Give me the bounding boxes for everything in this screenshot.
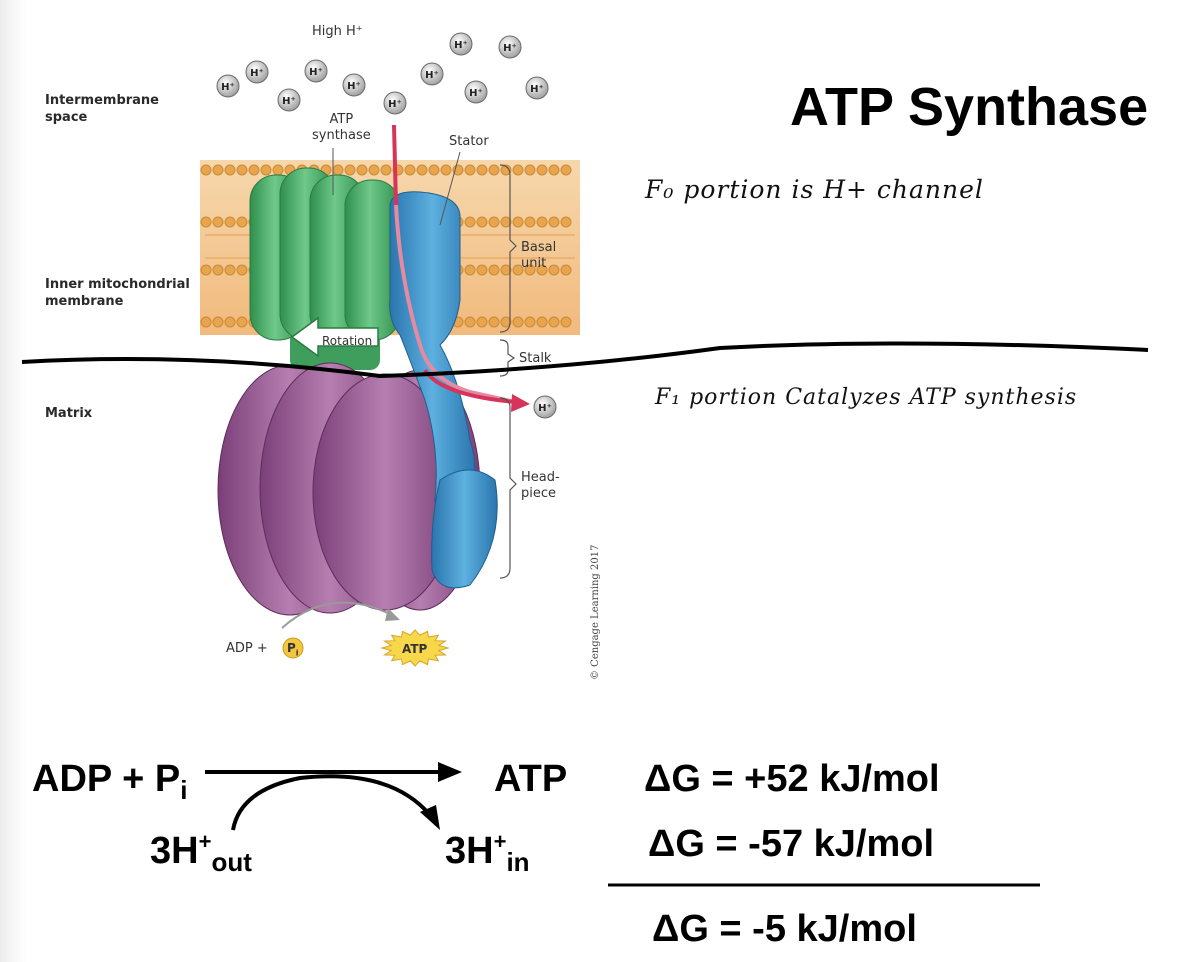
c-ring-rotor (249, 167, 401, 370)
proton-icon: H⁺ (449, 32, 473, 56)
proton-label: H⁺ (530, 84, 544, 95)
eq-h-out-text: 3H (150, 830, 199, 872)
atp-synthase-callout-line-1: ATP (329, 112, 354, 127)
dg-atp-synthesis: ΔG = +52 kJ/mol (644, 758, 940, 800)
eq-h-out-sup: + (198, 829, 212, 854)
intermembrane-line-1: Intermembrane (45, 93, 160, 108)
proton-icon: H⁺ (420, 62, 444, 86)
proton-label: H⁺ (469, 88, 483, 99)
headpiece-callout: Head- piece (521, 470, 560, 502)
slide-title: ATP Synthase (790, 77, 1149, 137)
proton-label: H⁺ (538, 403, 552, 414)
eq-h-in-text: 3H (445, 830, 494, 872)
basal-unit-line-2: unit (521, 256, 547, 271)
basal-unit-line-1: Basal (521, 240, 557, 255)
proton-label: H⁺ (388, 99, 402, 110)
proton-icon: H⁺ (304, 59, 328, 83)
proton-label: H⁺ (503, 43, 517, 54)
atp-product-label: ATP (402, 642, 428, 656)
proton-label: H⁺ (425, 70, 439, 81)
region-brackets (499, 164, 517, 579)
high-h-label: High H⁺ (312, 24, 363, 39)
eq-atp: ATP (494, 758, 568, 800)
proton-label: H⁺ (347, 81, 361, 92)
eq-h-in-sub: in (506, 847, 530, 877)
proton-label: H⁺ (282, 96, 296, 107)
proton-icon: H⁺ (383, 91, 407, 115)
basal-unit-callout: Basal unit (521, 240, 556, 272)
dg-total: ΔG = -5 kJ/mol (652, 908, 917, 950)
reaction-arrowhead (438, 762, 462, 782)
proton-icon: H⁺ (533, 395, 557, 419)
proton-curve-arrowhead (420, 805, 440, 830)
stator-callout: Stator (449, 134, 489, 149)
eq-h-in: 3H+in (445, 820, 530, 884)
pi-circle (282, 637, 304, 659)
proton-cluster: H⁺ H⁺ H⁺ H⁺ H⁺ H⁺ H⁺ H⁺ H⁺ H⁺ H⁺ H⁺ (216, 32, 557, 419)
eq-h-out-sub: out (211, 847, 252, 877)
inner-membrane-label: Inner mitochondrial membrane (45, 276, 190, 310)
stalk-callout: Stalk (519, 351, 552, 366)
matrix-label: Matrix (45, 406, 93, 421)
proton-icon: H⁺ (342, 73, 366, 97)
callout-lines (332, 148, 461, 226)
proton-icon: H⁺ (245, 60, 269, 84)
proton-icon: H⁺ (525, 76, 549, 100)
eq-adp-pi: ADP + Pi (32, 757, 187, 812)
atp-starburst (380, 629, 450, 667)
proton-icon: H⁺ (277, 88, 301, 112)
eq-adp-pi-text: ADP + P (32, 758, 181, 800)
f0-handwritten-note: F₀ portion is H+ channel (645, 175, 984, 204)
intermembrane-label: Intermembrane space (45, 92, 159, 126)
proton-icon: H⁺ (498, 35, 522, 59)
proton-label: H⁺ (454, 40, 468, 51)
rotation-arrow (290, 316, 379, 358)
intermembrane-line-2: space (45, 110, 88, 125)
rotation-label: Rotation (322, 334, 373, 348)
inner-membrane-line-1: Inner mitochondrial (45, 277, 190, 292)
pi-subscript: i (295, 648, 299, 658)
eq-h-in-sup: + (493, 829, 507, 854)
pi-label: Pi (287, 640, 299, 661)
adp-to-atp-arrow (281, 601, 400, 629)
proton-icon: H⁺ (464, 80, 488, 104)
stator (389, 191, 498, 589)
proton-label: H⁺ (309, 67, 323, 78)
proton-label: H⁺ (250, 68, 264, 79)
proton-icon: H⁺ (216, 74, 240, 98)
proton-label: H⁺ (221, 82, 235, 93)
headpiece-line-1: Head- (521, 470, 560, 485)
eq-h-out: 3H+out (150, 820, 252, 884)
f1-handwritten-note: F₁ portion Catalyzes ATP synthesis (655, 385, 1078, 410)
dg-proton-flow: ΔG = -57 kJ/mol (648, 823, 935, 865)
headpiece-line-2: piece (521, 486, 557, 501)
proton-curve-arrow (231, 774, 432, 831)
pi-letter: P (287, 641, 296, 655)
eq-pi-subscript: i (180, 775, 188, 805)
atp-synthase-callout: ATP synthase (312, 112, 371, 144)
atp-synthase-callout-line-2: synthase (312, 128, 371, 143)
adp-label: ADP + (226, 641, 268, 656)
inner-membrane-line-2: membrane (45, 294, 124, 309)
